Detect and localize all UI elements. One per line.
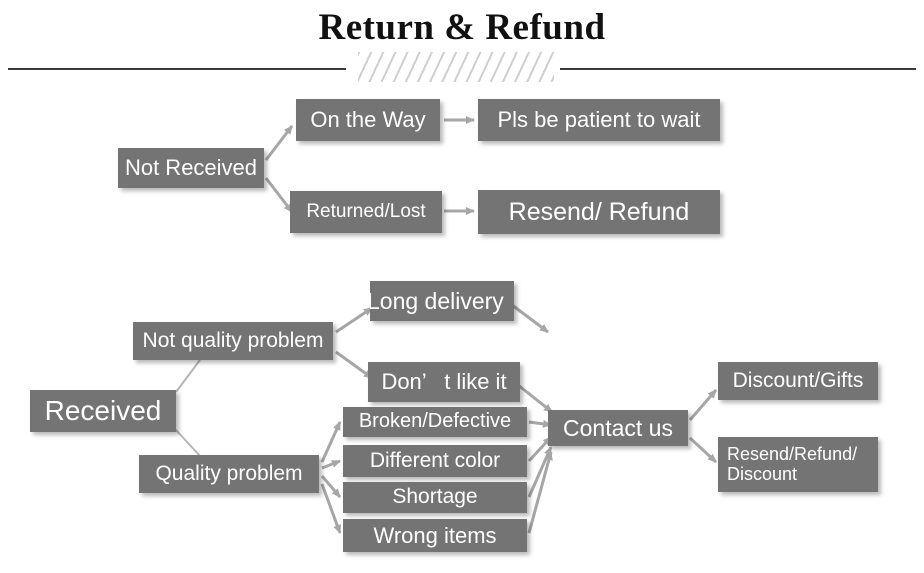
node-not-quality-problem[interactable]: Not quality problem: [133, 322, 333, 360]
node-shortage-label: Shortage: [392, 485, 478, 509]
header-rule-right: [560, 68, 916, 70]
node-discount-gifts[interactable]: Discount/Gifts: [718, 362, 878, 400]
node-contact-us[interactable]: Contact us: [548, 410, 688, 446]
node-pls-be-patient-to-wait-label: Pls be patient to wait: [497, 107, 701, 133]
node-on-the-way-label: On the Way: [310, 107, 426, 133]
node-resend-refund-discount-label: Resend/Refund/ Discount: [727, 444, 858, 484]
node-long-delivery-label: Long delivery: [370, 287, 504, 314]
node-resend-refund[interactable]: Resend/ Refund: [478, 190, 720, 234]
node-dont-like-it[interactable]: Don’ t like it: [368, 362, 520, 402]
node-returned-lost[interactable]: Returned/Lost: [290, 191, 442, 233]
node-long-delivery[interactable]: Long delivery: [370, 281, 514, 321]
page-title: Return & Refund: [318, 7, 606, 48]
node-resend-refund-discount[interactable]: Resend/Refund/ Discount: [718, 437, 878, 492]
node-not-received[interactable]: Not Received: [118, 148, 264, 188]
node-not-received-label: Not Received: [124, 155, 258, 181]
node-returned-lost-label: Returned/Lost: [306, 200, 426, 222]
node-pls-be-patient-to-wait[interactable]: Pls be patient to wait: [478, 99, 720, 141]
node-wrong-items-label: Wrong items: [373, 522, 497, 548]
node-resend-refund-label: Resend/ Refund: [508, 197, 690, 226]
node-different-color[interactable]: Different color: [343, 445, 527, 477]
node-discount-gifts-label: Discount/Gifts: [732, 368, 864, 392]
node-received-label: Received: [44, 394, 162, 426]
node-contact-us-label: Contact us: [563, 414, 673, 441]
node-not-quality-problem-label: Not quality problem: [142, 328, 324, 352]
node-wrong-items[interactable]: Wrong items: [343, 519, 527, 552]
node-shortage[interactable]: Shortage: [343, 482, 527, 513]
node-quality-problem[interactable]: Quality problem: [139, 455, 319, 493]
node-on-the-way[interactable]: On the Way: [296, 99, 440, 141]
node-quality-problem-label: Quality problem: [155, 461, 303, 485]
watermark: [760, 60, 910, 86]
node-broken-defective-label: Broken/Defective: [358, 410, 512, 433]
node-dont-like-it-label: Don’ t like it: [381, 369, 507, 395]
node-different-color-label: Different color: [369, 448, 501, 472]
node-received[interactable]: Received: [30, 390, 176, 432]
node-broken-defective[interactable]: Broken/Defective: [343, 407, 527, 437]
header-rule-left: [8, 68, 346, 70]
diagonal-hatch-divider-icon: [358, 52, 554, 82]
